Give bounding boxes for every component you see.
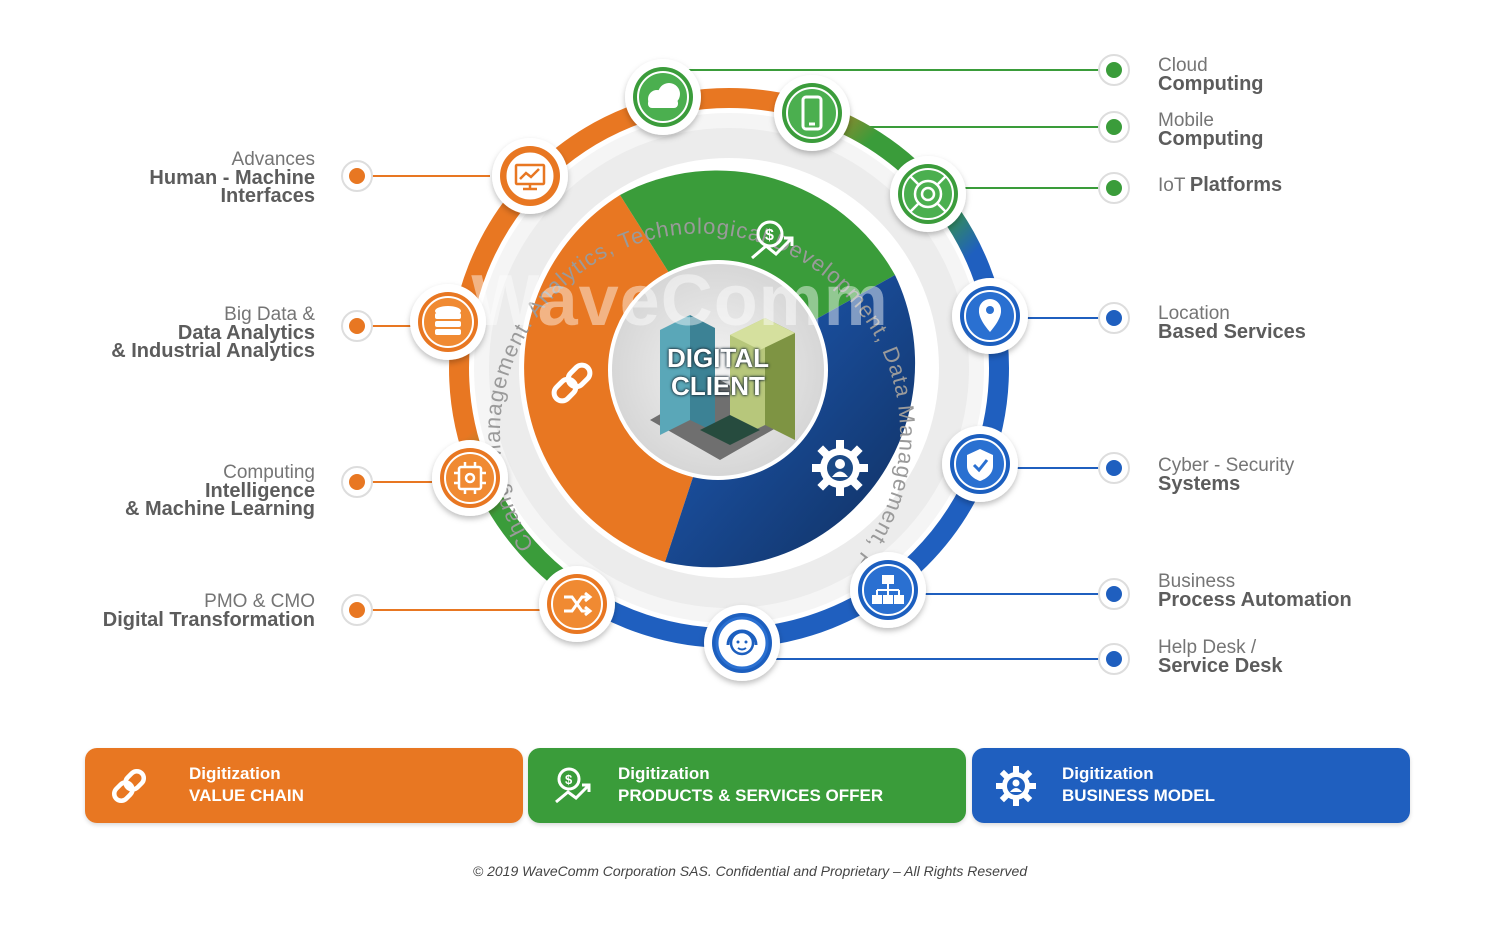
label-line1: Cloud (1158, 55, 1208, 76)
connector-dot (1098, 54, 1130, 86)
cloud-icon (648, 83, 680, 108)
banner-business-model: Digitization BUSINESS MODEL (972, 748, 1410, 823)
label-line2: Service Desk (1158, 655, 1283, 677)
link-icon (111, 768, 147, 804)
iot-satellite-icon (909, 175, 947, 213)
center-title-line2: CLIENT (671, 371, 765, 401)
connector-dot (1098, 111, 1130, 143)
label-line1: PMO & CMO (204, 591, 315, 612)
label-pmo: PMO & CMO Digital Transformation (102, 591, 315, 631)
label-line2: Data Analytics (177, 322, 315, 344)
label-hmi: Advances Human - Machine Interfaces (149, 149, 316, 207)
label-line1: Mobile (1158, 110, 1214, 131)
label-line3: & Industrial Analytics (111, 340, 315, 362)
money-growth-icon: $ (751, 220, 794, 260)
label-line2: Systems (1158, 473, 1241, 495)
headset-agent-icon (726, 629, 758, 656)
ai-node (432, 440, 508, 516)
bigdata-node (410, 284, 486, 360)
monitor-chart-icon (514, 163, 546, 191)
org-chart-icon (872, 575, 904, 604)
label-line2: Digital Transformation (102, 609, 315, 631)
map-pin-icon (978, 299, 1002, 332)
hmi-node (492, 138, 568, 214)
banner-value-chain: Digitization VALUE CHAIN (85, 748, 523, 823)
label-line1: Business (1158, 571, 1236, 592)
label-line1: Location (1158, 303, 1230, 324)
label-line2: Intelligence (204, 480, 315, 502)
label-helpdesk: Help Desk / Service Desk (1158, 637, 1283, 677)
label-line2: Computing (1158, 73, 1264, 95)
chip-brain-icon (454, 462, 486, 494)
database-icon (435, 306, 461, 335)
banner-subtitle: VALUE CHAIN (189, 786, 304, 805)
connector-dot (1098, 578, 1130, 610)
pmo-node (539, 566, 615, 642)
label-line2: Human - Machine (149, 167, 315, 189)
banner-subtitle: BUSINESS MODEL (1062, 786, 1216, 805)
connector-dot (1098, 643, 1130, 675)
label-line2: Computing (1158, 128, 1264, 150)
connector-dot (341, 160, 373, 192)
label-bigdata: Big Data & Data Analytics & Industrial A… (111, 304, 315, 362)
smartphone-icon (801, 95, 823, 131)
label-line1: Big Data & (224, 304, 315, 325)
label-line2: Based Services (1158, 321, 1306, 343)
banner-subtitle: PRODUCTS & SERVICES OFFER (618, 786, 884, 805)
center-title: DIGITAL CLIENT (648, 344, 788, 400)
cloud-node (625, 59, 701, 135)
label-line1: Cyber - Security (1158, 455, 1295, 476)
label-line3: & Machine Learning (124, 498, 315, 520)
gear-user-icon (996, 766, 1036, 806)
footer-copyright: © 2019 WaveComm Corporation SAS. Confide… (472, 863, 1028, 879)
node-icons (410, 59, 1028, 681)
label-line1: Computing (223, 462, 315, 483)
label-line1: Advances (231, 149, 315, 170)
label-process: Business Process Automation (1158, 571, 1352, 611)
label-ai: Computing Intelligence & Machine Learnin… (124, 462, 315, 520)
security-node (942, 426, 1018, 502)
left-dots (341, 160, 373, 626)
center-title-line1: DIGITAL (666, 343, 770, 373)
label-line2: Process Automation (1158, 589, 1352, 611)
label-line1: Help Desk / (1158, 637, 1257, 658)
shuffle-icon (564, 591, 593, 617)
right-dots (1098, 54, 1130, 675)
banner-title: Digitization (618, 764, 710, 783)
label-mobile: Mobile Computing (1158, 110, 1264, 150)
connector-dot (1098, 452, 1130, 484)
connector-dot (341, 310, 373, 342)
svg-text:$: $ (765, 227, 774, 244)
banner-title: Digitization (1062, 764, 1154, 783)
label-cloud: Cloud Computing (1158, 55, 1264, 95)
connector-dot (1098, 172, 1130, 204)
connector-dot (1098, 302, 1130, 334)
gear-user-icon (812, 440, 868, 496)
banner-products-services: $ Digitization PRODUCTS & SERVICES OFFER (528, 748, 966, 823)
smartphone-node (774, 75, 850, 151)
connector-dot (341, 594, 373, 626)
process-node (850, 552, 926, 628)
label-security: Cyber - Security Systems (1158, 455, 1295, 495)
money-growth-icon: $ (555, 767, 591, 804)
shield-check-icon (967, 449, 993, 481)
watermark: WaveComm (471, 261, 889, 341)
svg-text:$: $ (565, 772, 573, 787)
helpdesk-node (704, 605, 780, 681)
building-illustration (650, 315, 795, 460)
label-location: Location Based Services (1158, 303, 1306, 343)
connector-dot (341, 466, 373, 498)
iot-node (890, 156, 966, 232)
location-node (952, 278, 1028, 354)
label-line1: IoT (1158, 175, 1186, 196)
label-line3: Interfaces (220, 185, 316, 207)
label-line2: Platforms (1189, 174, 1283, 196)
banner-title: Digitization (189, 764, 281, 783)
label-iot: IoT Platforms (1158, 174, 1283, 196)
